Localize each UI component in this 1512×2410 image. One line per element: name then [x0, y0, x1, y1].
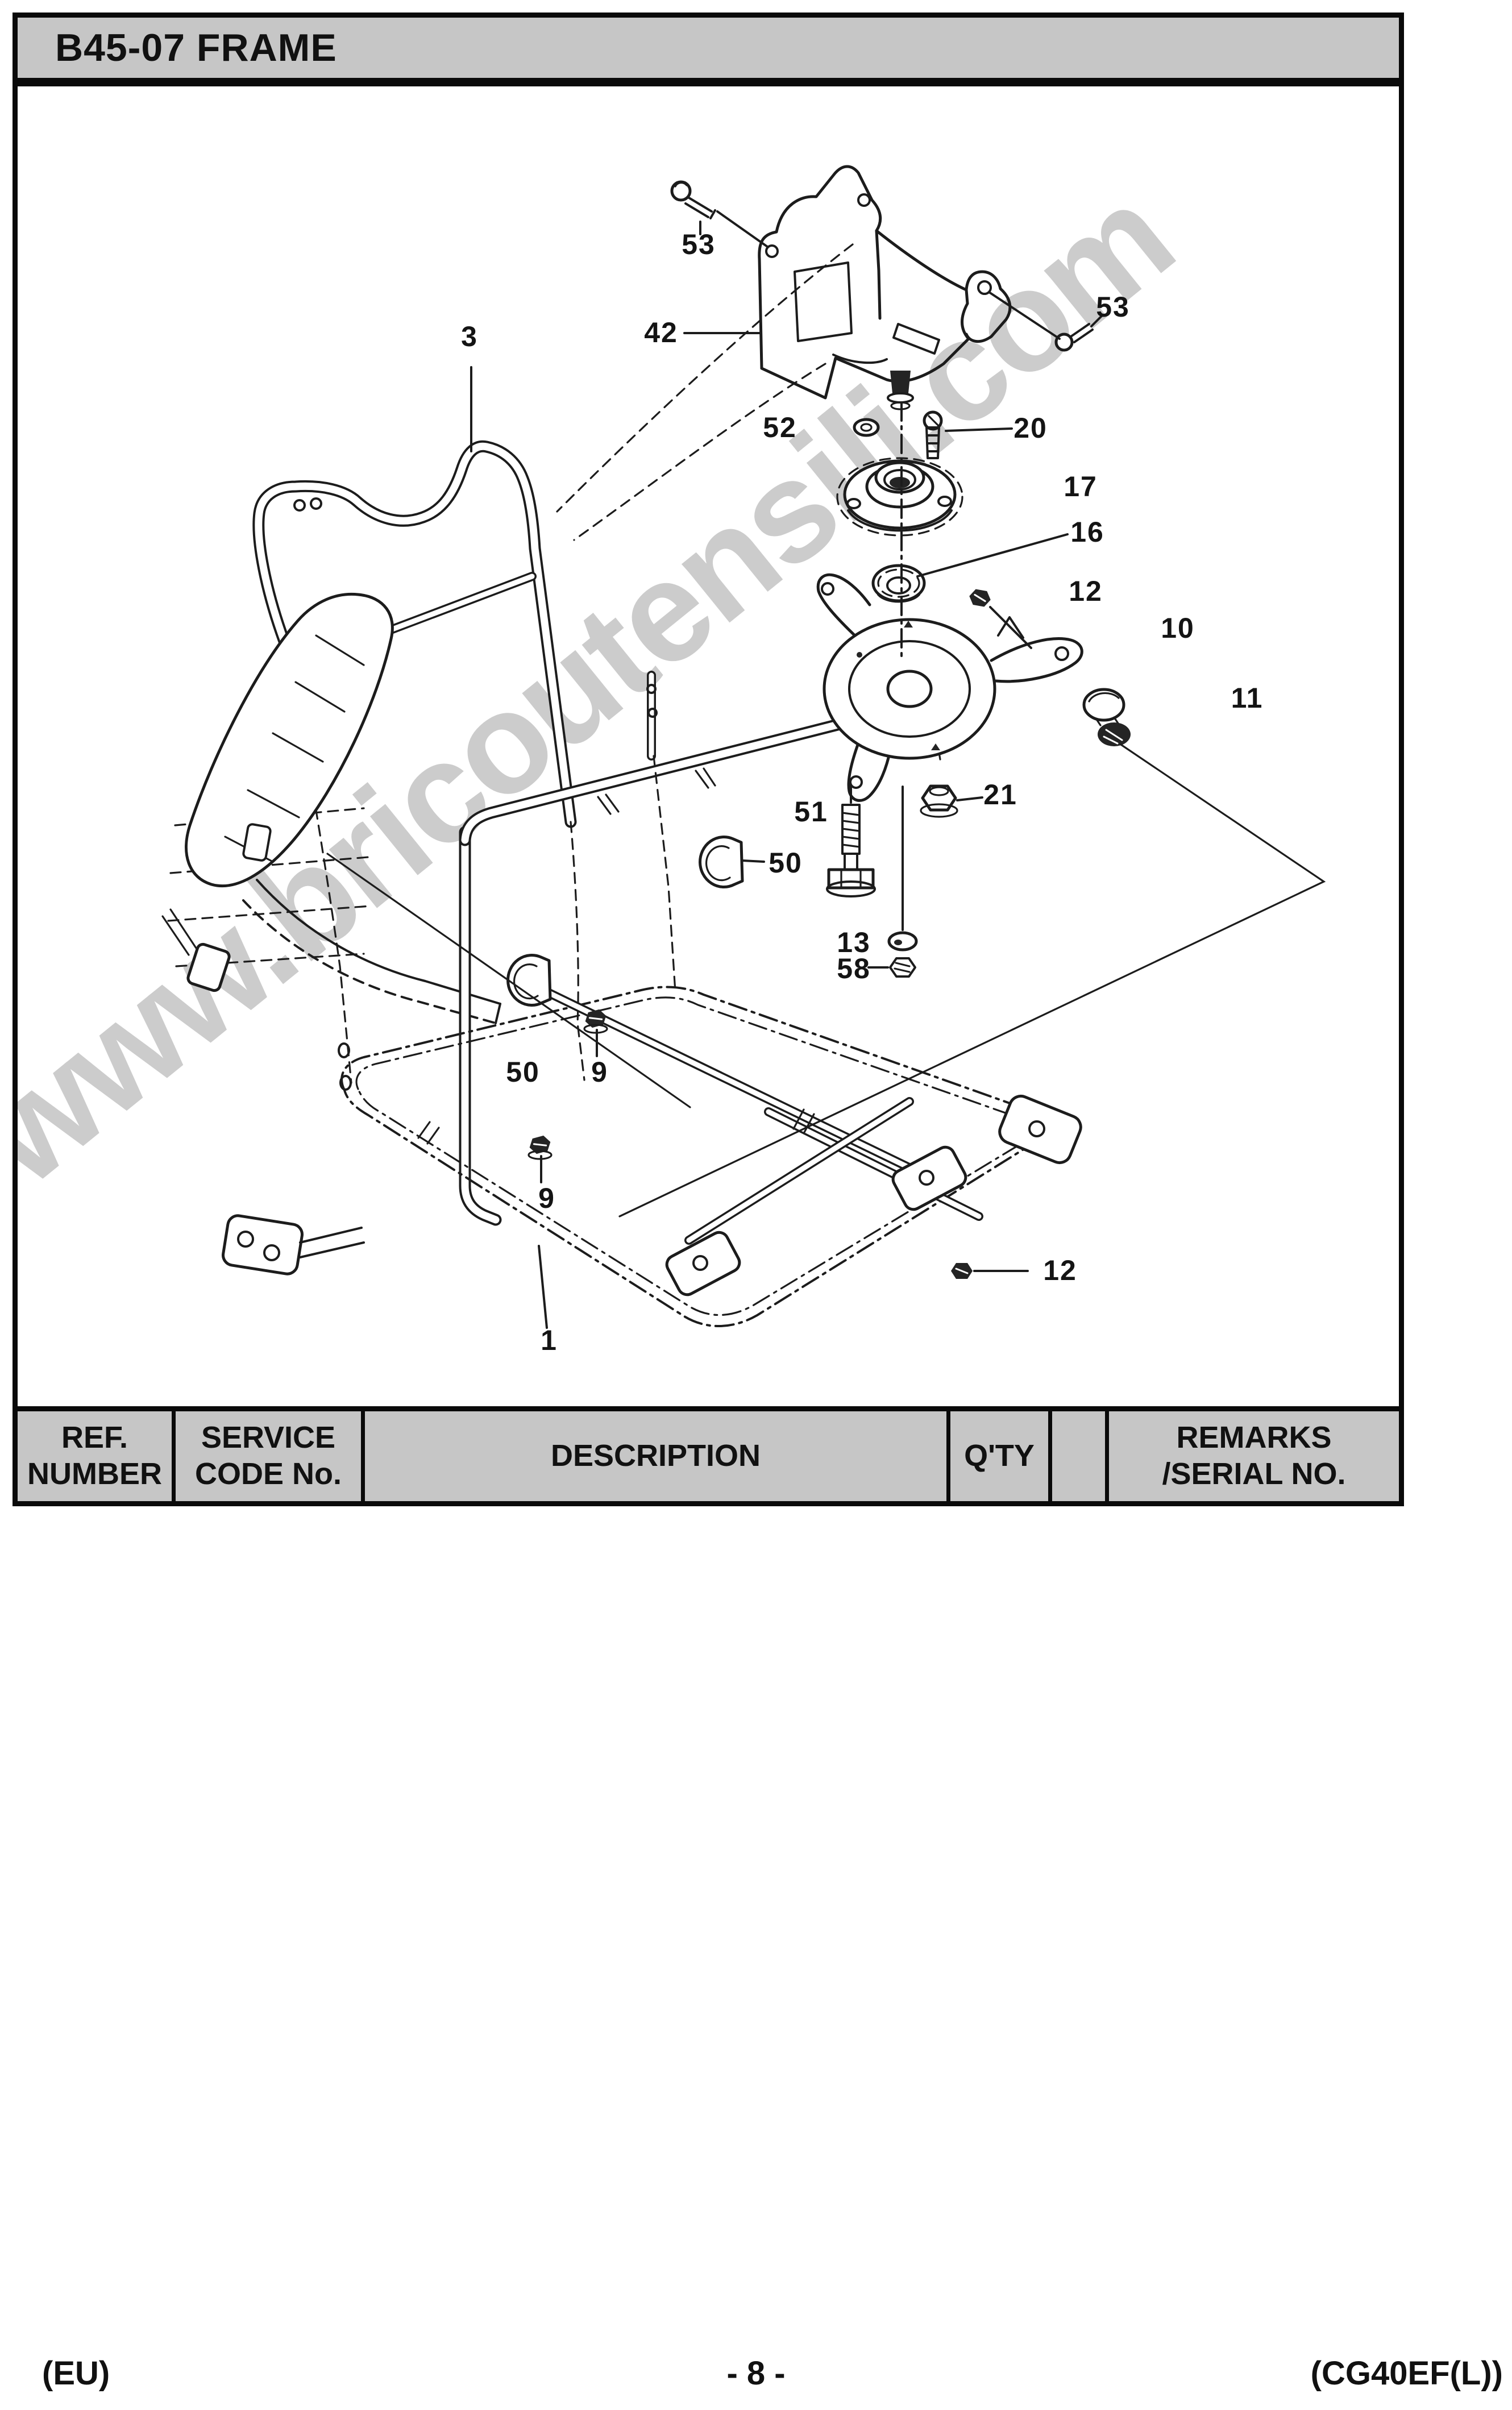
- part-number-label: 3: [461, 321, 478, 352]
- col-remarks: REMARKS /SERIAL NO.: [1162, 1420, 1346, 1491]
- part-number-label: 51: [794, 796, 828, 828]
- page-title: B45-07 FRAME: [55, 26, 337, 69]
- part-number-label: 17: [1064, 471, 1098, 502]
- part-number-label: 58: [837, 953, 871, 984]
- part-number-label: 20: [1013, 412, 1048, 444]
- col-ref-number: REF. NUMBER: [18, 1411, 176, 1501]
- part-number-label: 21: [983, 779, 1017, 811]
- part-number-label: 52: [763, 412, 797, 443]
- col-blank: [1052, 1411, 1109, 1501]
- col-service-code: SERVICE CODE No.: [176, 1411, 365, 1501]
- part-number-label: 50: [769, 847, 803, 879]
- col-qty: Q'TY: [950, 1411, 1052, 1501]
- col-description: DESCRIPTION: [365, 1411, 950, 1501]
- footer-region: (EU): [42, 2355, 110, 2392]
- part-number-label: 10: [1161, 612, 1195, 644]
- part-number-label: 53: [1096, 291, 1130, 323]
- part-number-label: 11: [1231, 682, 1264, 714]
- part-number-label: 9: [538, 1182, 555, 1214]
- title-bar: B45-07 FRAME: [13, 13, 1404, 86]
- part-number-label: 53: [682, 228, 716, 260]
- part-number-label: 16: [1070, 516, 1104, 548]
- footer-page-number: - 8 -: [726, 2355, 786, 2392]
- part-number-label: 12: [1043, 1254, 1077, 1286]
- part-number-label: 9: [591, 1056, 608, 1088]
- parts-table-header: REF. NUMBER SERVICE CODE No. DESCRIPTION…: [13, 1406, 1404, 1506]
- part-number-label: 42: [644, 317, 678, 348]
- part-number-label: 50: [506, 1056, 540, 1088]
- part-number-label: 13: [837, 926, 871, 958]
- footer-model-code: (CG40EF(L)): [1310, 2355, 1503, 2392]
- part-number-label: 12: [1069, 575, 1103, 607]
- part-number-label: 1: [541, 1324, 558, 1356]
